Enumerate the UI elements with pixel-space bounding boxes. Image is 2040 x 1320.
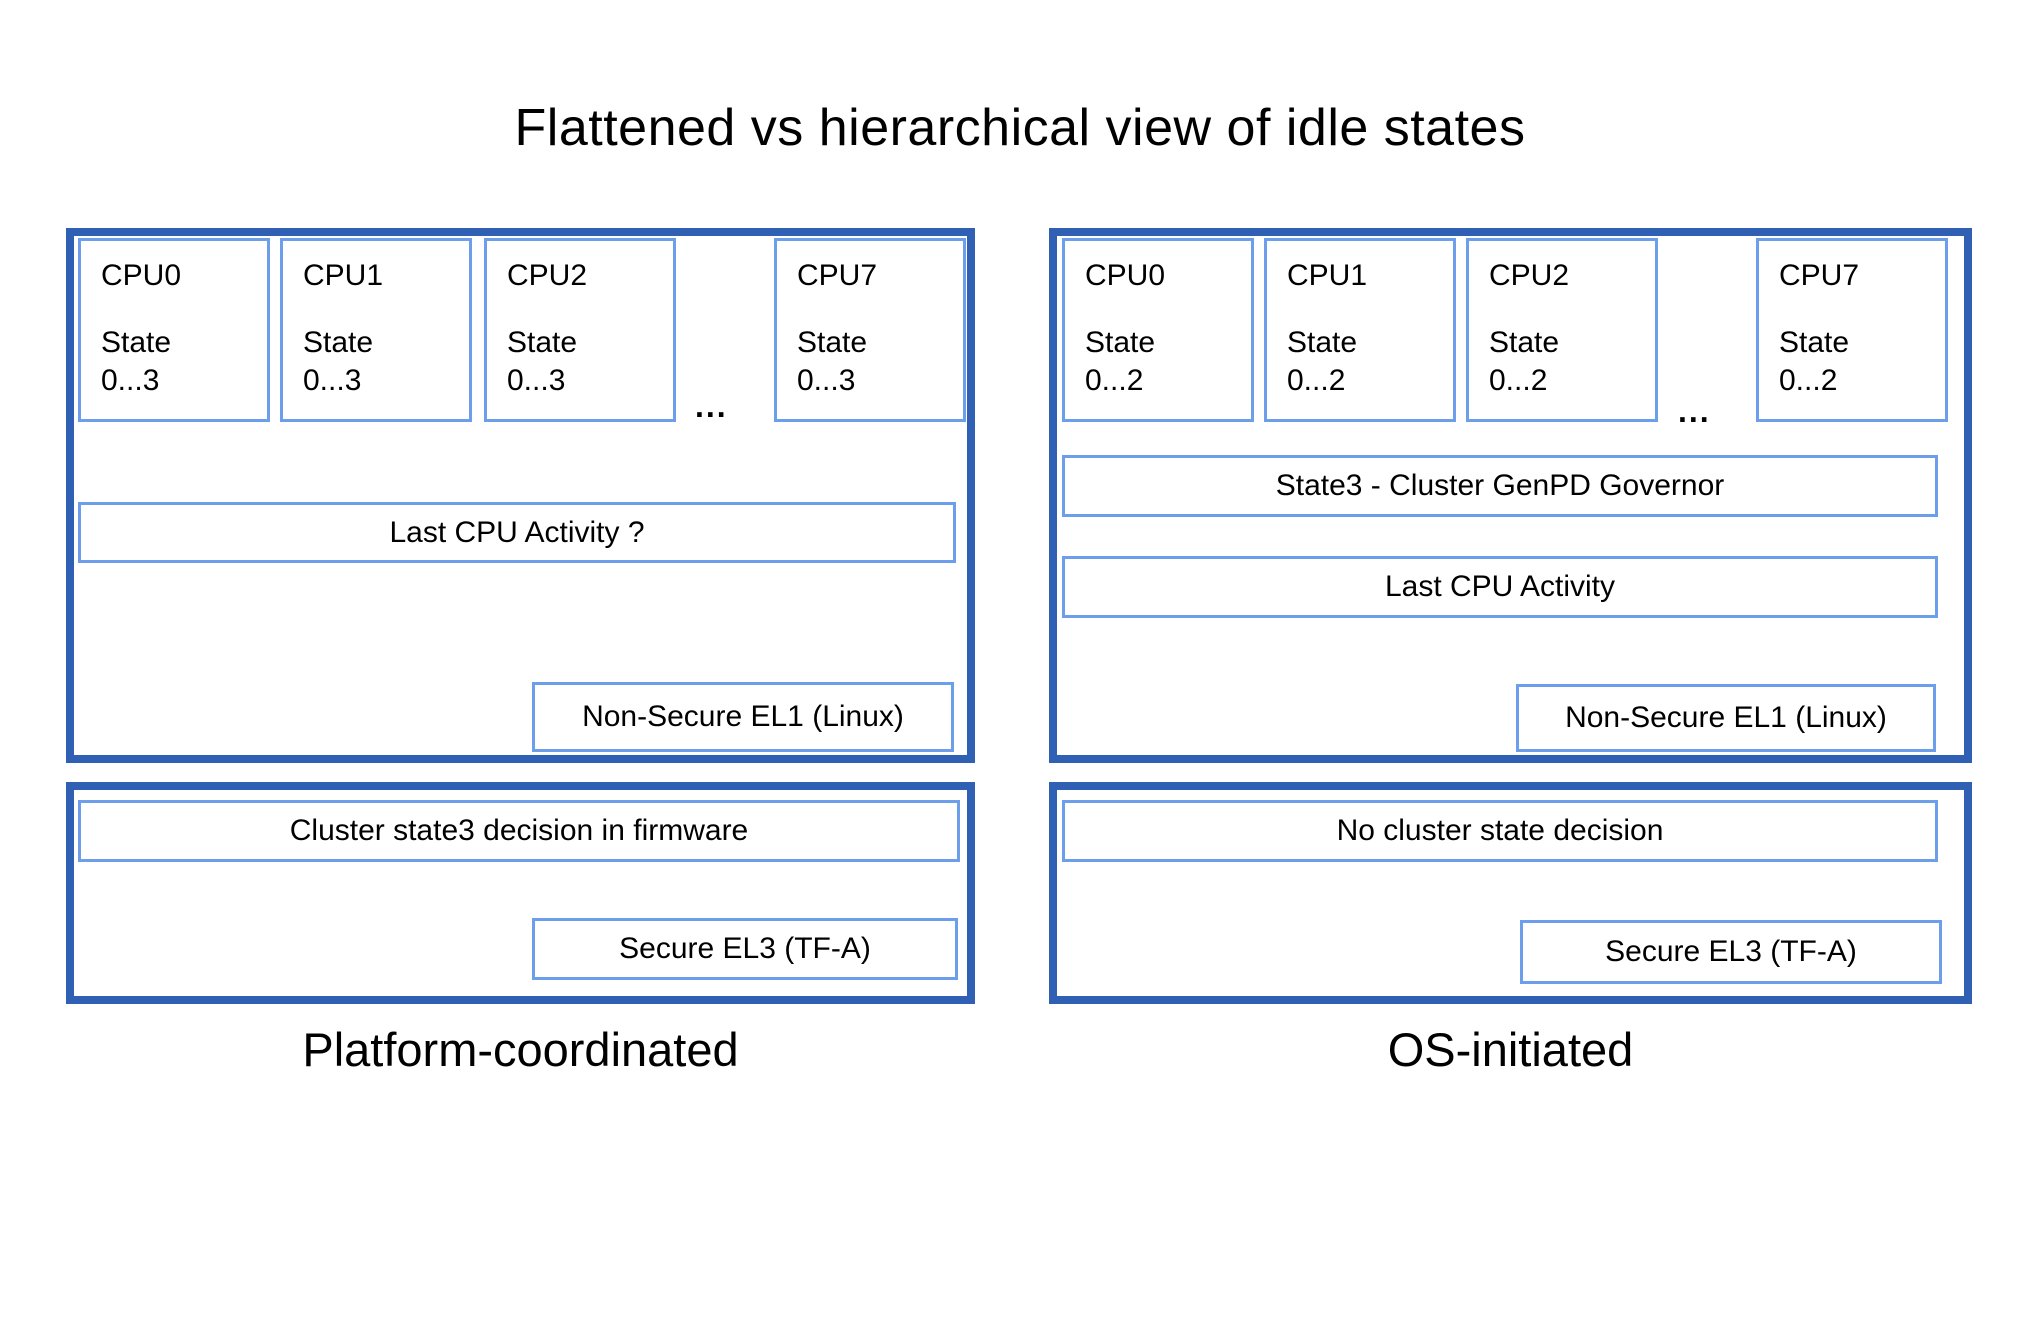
platform-coordinated-label: Platform-coordinated [302,1023,739,1076]
cpu-state-label: State [1489,326,1560,359]
cpu-state-label: State [797,326,868,359]
cpu-state-label: State [1779,326,1850,359]
secure-el3-box: Secure EL3 (TF-A) [1520,920,1942,984]
cpu-label: CPU7 [797,259,878,292]
cpu-state-label: State [507,326,578,359]
cpu-state-range: 0...3 [507,363,566,397]
cpu-state-label: State [303,326,374,359]
cluster-genpd-governor-box: State3 - Cluster GenPD Governor [1062,455,1938,517]
cpu-label: CPU1 [303,259,384,292]
cpu-label: CPU2 [507,259,588,292]
cpu-state-range: 0...2 [1085,363,1144,397]
cluster-decision-box: Cluster state3 decision in firmware [78,800,960,862]
no-cluster-decision-box: No cluster state decision [1062,800,1938,862]
cpu-state: State 0...3 [101,324,255,399]
cpu-state-label: State [101,326,172,359]
platform-coordinated-nonsecure-panel [66,228,975,763]
cpu-state-range: 0...3 [797,363,856,397]
cpu-box: CPU0 State 0...3 [78,238,270,422]
cpu-ellipsis: ... [695,388,728,424]
cpu-state: State 0...2 [1489,324,1643,399]
os-initiated-label: OS-initiated [1387,1023,1634,1076]
cpu-box: CPU7 State 0...2 [1756,238,1948,422]
cpu-box: CPU1 State 0...3 [280,238,472,422]
non-secure-el1-box: Non-Secure EL1 (Linux) [532,682,954,752]
cpu-box: CPU0 State 0...2 [1062,238,1254,422]
cpu-state: State 0...3 [303,324,457,399]
cpu-state: State 0...3 [507,324,661,399]
cpu-state-range: 0...2 [1779,363,1838,397]
last-cpu-activity-box: Last CPU Activity ? [78,502,956,563]
cpu-state: State 0...2 [1779,324,1933,399]
cpu-state-label: State [1287,326,1358,359]
secure-el3-box: Secure EL3 (TF-A) [532,918,958,980]
cpu-label: CPU1 [1287,259,1368,292]
cpu-state: State 0...2 [1085,324,1239,399]
slide-title: Flattened vs hierarchical view of idle s… [514,99,1526,157]
cpu-ellipsis: ... [1678,393,1711,429]
last-cpu-activity-box: Last CPU Activity [1062,556,1938,618]
cpu-state-range: 0...2 [1489,363,1548,397]
cpu-box: CPU2 State 0...2 [1466,238,1658,422]
cpu-state-range: 0...2 [1287,363,1346,397]
cpu-state-label: State [1085,326,1156,359]
cpu-box: CPU7 State 0...3 [774,238,966,422]
non-secure-el1-box: Non-Secure EL1 (Linux) [1516,684,1936,752]
cpu-state: State 0...2 [1287,324,1441,399]
cpu-label: CPU0 [101,259,182,292]
cpu-box: CPU2 State 0...3 [484,238,676,422]
cpu-state: State 0...3 [797,324,951,399]
cpu-box: CPU1 State 0...2 [1264,238,1456,422]
cpu-label: CPU7 [1779,259,1860,292]
cpu-label: CPU2 [1489,259,1570,292]
cpu-state-range: 0...3 [303,363,362,397]
cpu-state-range: 0...3 [101,363,160,397]
cpu-label: CPU0 [1085,259,1166,292]
